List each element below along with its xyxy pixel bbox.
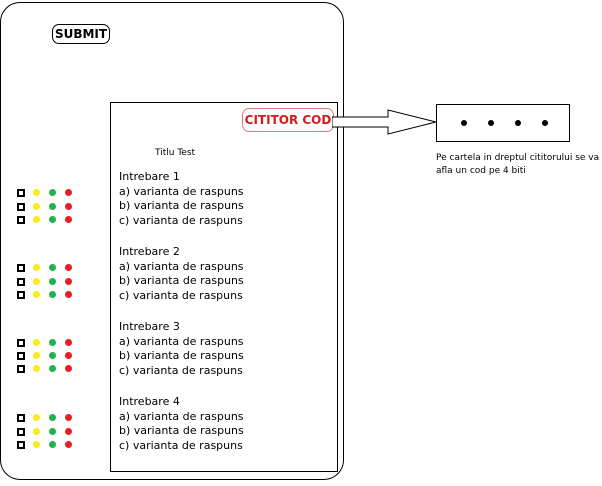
- submit-button[interactable]: SUBMIT: [52, 24, 110, 44]
- answer-option: a) varianta de raspuns: [119, 184, 244, 198]
- checkbox-icon[interactable]: [17, 339, 25, 347]
- red-led-icon: [65, 414, 72, 421]
- yellow-led-icon: [33, 264, 40, 271]
- green-led-icon: [49, 189, 56, 196]
- green-led-icon: [49, 278, 56, 285]
- red-led-icon: [65, 216, 72, 223]
- answer-option: a) varianta de raspuns: [119, 409, 244, 423]
- checkbox-icon[interactable]: [17, 352, 25, 360]
- green-led-icon: [49, 203, 56, 210]
- test-sheet: [110, 102, 338, 472]
- green-led-icon: [49, 264, 56, 271]
- yellow-led-icon: [33, 352, 40, 359]
- green-led-icon: [49, 216, 56, 223]
- checkbox-icon[interactable]: [17, 203, 25, 211]
- code-bit-dot: [515, 120, 521, 126]
- checkbox-icon[interactable]: [17, 441, 25, 449]
- checkbox-icon[interactable]: [17, 291, 25, 299]
- yellow-led-icon: [33, 441, 40, 448]
- answer-option: a) varianta de raspuns: [119, 334, 244, 348]
- checkbox-icon[interactable]: [17, 365, 25, 373]
- checkbox-icon[interactable]: [17, 264, 25, 272]
- red-led-icon: [65, 189, 72, 196]
- answer-option: b) varianta de raspuns: [119, 274, 244, 288]
- checkbox-icon[interactable]: [17, 216, 25, 224]
- question-title: Intrebare 4: [119, 395, 180, 408]
- answer-option: c) varianta de raspuns: [119, 214, 243, 228]
- red-led-icon: [65, 352, 72, 359]
- answer-option: b) varianta de raspuns: [119, 424, 244, 438]
- checkbox-icon[interactable]: [17, 414, 25, 422]
- red-led-icon: [65, 339, 72, 346]
- checkbox-icon[interactable]: [17, 189, 25, 197]
- code-bit-dot: [461, 120, 467, 126]
- yellow-led-icon: [33, 428, 40, 435]
- green-led-icon: [49, 414, 56, 421]
- code-box: [436, 104, 570, 142]
- answer-option: c) varianta de raspuns: [119, 289, 243, 303]
- answer-option: c) varianta de raspuns: [119, 364, 243, 378]
- checkbox-icon[interactable]: [17, 428, 25, 436]
- red-led-icon: [65, 278, 72, 285]
- green-led-icon: [49, 352, 56, 359]
- red-led-icon: [65, 365, 72, 372]
- red-led-icon: [65, 441, 72, 448]
- yellow-led-icon: [33, 339, 40, 346]
- code-bit-dot: [542, 120, 548, 126]
- yellow-led-icon: [33, 365, 40, 372]
- green-led-icon: [49, 339, 56, 346]
- answer-option: a) varianta de raspuns: [119, 259, 244, 273]
- red-led-icon: [65, 264, 72, 271]
- answer-option: b) varianta de raspuns: [119, 199, 244, 213]
- yellow-led-icon: [33, 189, 40, 196]
- green-led-icon: [49, 428, 56, 435]
- yellow-led-icon: [33, 216, 40, 223]
- question-title: Intrebare 2: [119, 245, 180, 258]
- yellow-led-icon: [33, 278, 40, 285]
- code-caption: Pe cartela in dreptul cititorului se va …: [436, 153, 600, 176]
- yellow-led-icon: [33, 291, 40, 298]
- question-title: Intrebare 3: [119, 320, 180, 333]
- answer-option: c) varianta de raspuns: [119, 439, 243, 453]
- yellow-led-icon: [33, 203, 40, 210]
- green-led-icon: [49, 365, 56, 372]
- sheet-title: Titlu Test: [155, 148, 196, 158]
- question-title: Intrebare 1: [119, 170, 180, 183]
- answer-option: b) varianta de raspuns: [119, 349, 244, 363]
- red-led-icon: [65, 203, 72, 210]
- code-bit-dot: [488, 120, 494, 126]
- code-reader-label: CITITOR COD: [242, 108, 334, 132]
- checkbox-icon[interactable]: [17, 278, 25, 286]
- device-frame: [0, 2, 344, 480]
- green-led-icon: [49, 441, 56, 448]
- red-led-icon: [65, 291, 72, 298]
- red-led-icon: [65, 428, 72, 435]
- arrow-icon: [332, 109, 437, 135]
- green-led-icon: [49, 291, 56, 298]
- yellow-led-icon: [33, 414, 40, 421]
